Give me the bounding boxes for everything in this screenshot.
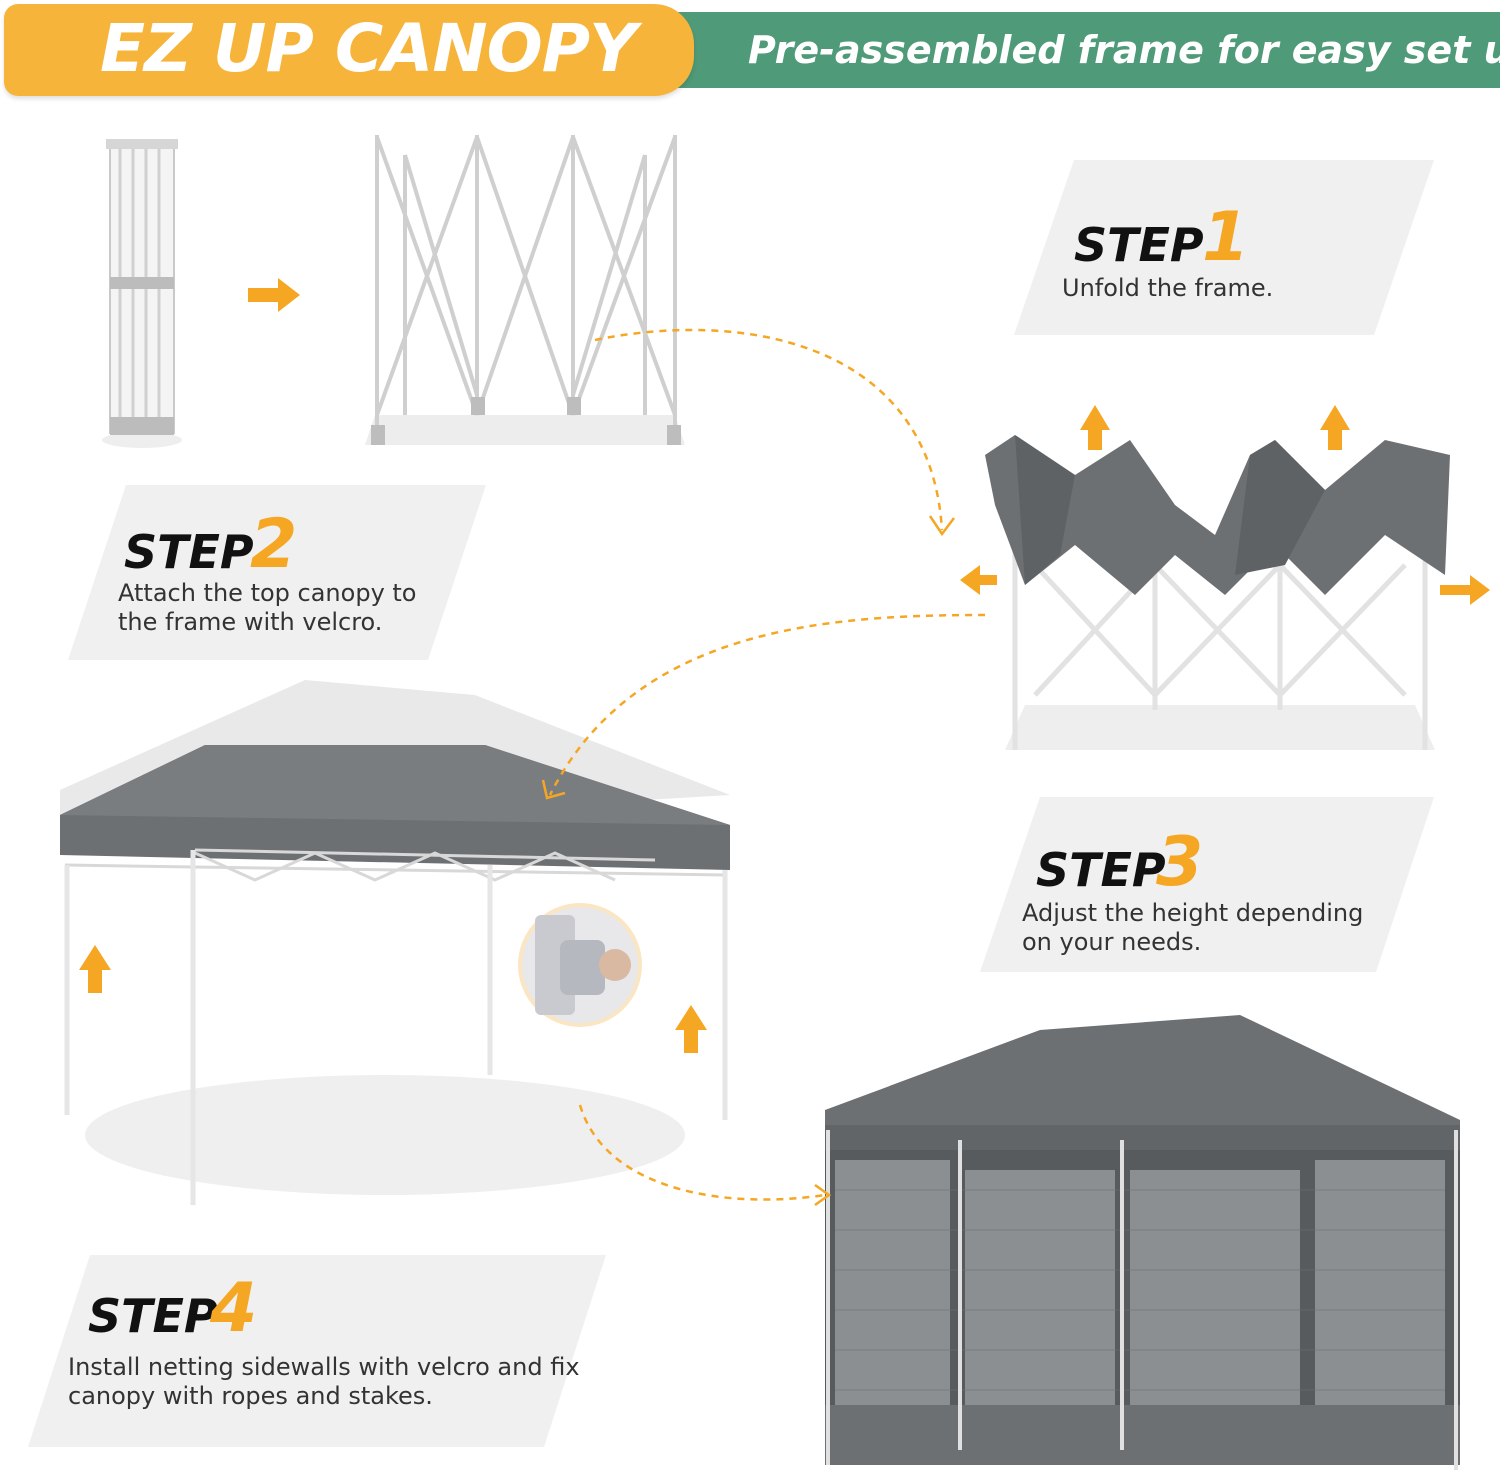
dashed-curve-arrow-icon — [594, 328, 955, 537]
arrow-right-icon — [248, 278, 300, 312]
step-4-number: 4 — [210, 1269, 258, 1348]
page-subtitle: Pre-assembled frame for easy set up — [748, 28, 1500, 72]
step-4-card-background — [28, 1255, 606, 1447]
dashed-curve-arrow-icon-3 — [578, 1104, 832, 1207]
step-4-description: Install netting sidewalls with velcro an… — [68, 1353, 580, 1410]
step-3-label: STEP — [1036, 843, 1166, 897]
step-1-description: Unfold the frame. — [1062, 274, 1274, 302]
step-3-number: 3 — [1156, 823, 1204, 902]
canopy-with-sidewalls-illustration — [825, 1015, 1460, 1470]
step-3-card: STEP 3 Adjust the height depending on yo… — [980, 797, 1434, 972]
step-4-card: STEP 4 Install netting sidewalls with ve… — [28, 1255, 606, 1447]
step-1-number: 1 — [1202, 198, 1250, 277]
canopy-frame-illustration — [60, 680, 730, 1205]
header-banner-orange — [4, 4, 694, 96]
step-2-card: STEP 2 Attach the top canopy to the fram… — [68, 485, 486, 660]
step-4-label: STEP — [88, 1289, 218, 1343]
step-3-card-background — [980, 797, 1434, 972]
step-1-card: STEP 1 Unfold the frame. — [1014, 160, 1434, 335]
step-2-card-background — [68, 485, 486, 660]
step-2-description: Attach the top canopy to the frame with … — [118, 579, 417, 636]
header-banner-green — [640, 12, 1500, 88]
step-2-number: 2 — [250, 505, 298, 584]
page-title: EZ UP CANOPY — [100, 10, 637, 87]
step-1-card-background — [1014, 160, 1434, 335]
step-3-description: Adjust the height depending on your need… — [1022, 899, 1364, 956]
step-1-label: STEP — [1074, 218, 1204, 272]
expanded-frame-illustration — [365, 135, 685, 445]
step-2-label: STEP — [124, 525, 254, 579]
dashed-curve-arrow-icon-2 — [541, 613, 986, 800]
unfolding-canopy-illustration — [960, 405, 1490, 750]
folded-frame-illustration — [102, 139, 182, 448]
